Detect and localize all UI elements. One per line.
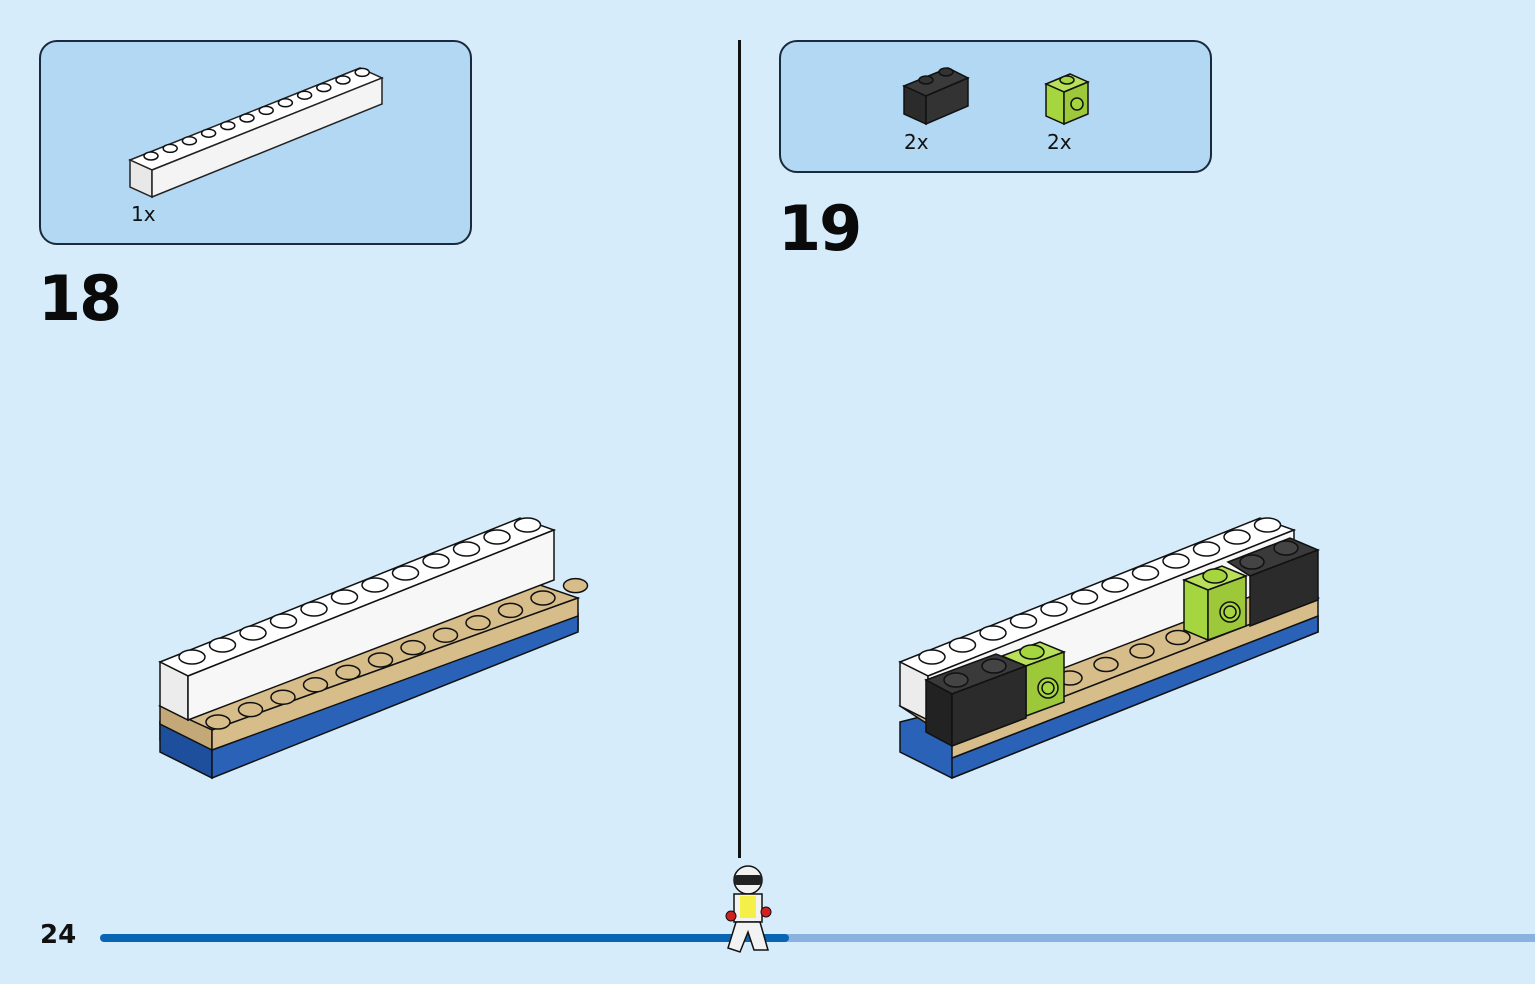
stud <box>497 602 524 619</box>
stud <box>302 677 329 693</box>
stud <box>316 82 332 93</box>
page-number: 24 <box>40 920 77 950</box>
step-18-number: 18 <box>38 262 122 335</box>
stud <box>918 649 946 665</box>
minifigure-icon <box>725 865 772 953</box>
stud <box>452 541 481 557</box>
stud <box>237 701 264 718</box>
stud <box>465 615 491 631</box>
stud <box>948 637 977 653</box>
stud <box>483 529 511 545</box>
stud <box>1093 656 1119 673</box>
step-18-part-quantity: 1x <box>131 202 156 226</box>
stud <box>361 577 389 593</box>
lime-1x1-side-stud-brick-icon <box>1044 73 1090 126</box>
stud <box>200 128 217 138</box>
stud <box>205 714 231 730</box>
stud <box>354 67 370 78</box>
progress-remaining <box>740 934 1535 942</box>
stud <box>513 517 542 533</box>
stud <box>1129 643 1155 659</box>
stud <box>1165 629 1191 646</box>
stud <box>300 601 328 617</box>
stud <box>269 613 298 629</box>
step-19-number: 19 <box>778 192 862 265</box>
stud <box>562 577 589 594</box>
stud <box>1009 613 1038 629</box>
stud <box>208 637 237 653</box>
stud <box>335 75 351 85</box>
stud <box>143 151 159 161</box>
stud <box>1101 577 1129 593</box>
white-1x12-brick-icon <box>128 67 384 199</box>
stud <box>181 136 198 146</box>
stud <box>178 649 206 665</box>
stud <box>1192 541 1221 557</box>
stud <box>270 689 296 705</box>
stud <box>367 652 394 668</box>
stud <box>239 625 267 641</box>
step-19-part-2-quantity: 2x <box>1047 130 1072 154</box>
black-1x2-brick-icon <box>902 67 970 126</box>
stud <box>1070 589 1099 605</box>
stud <box>162 143 178 154</box>
page-divider <box>738 40 741 858</box>
step-19-part-1-quantity: 2x <box>904 130 929 154</box>
stud <box>330 589 359 605</box>
stud <box>400 639 426 656</box>
progress-bar-completed <box>100 934 789 942</box>
stud <box>391 565 420 581</box>
stud <box>422 553 450 569</box>
stud <box>1040 601 1068 617</box>
stud <box>1253 517 1282 533</box>
stud <box>432 627 459 643</box>
step-19-parts-box <box>779 40 1212 173</box>
stud <box>296 90 313 100</box>
stud <box>277 98 294 108</box>
stud <box>1131 565 1160 581</box>
stud <box>979 625 1007 641</box>
stud <box>258 105 274 116</box>
stud <box>1162 553 1190 569</box>
step-19-assembly-illustration <box>898 517 1321 780</box>
stud <box>530 590 556 606</box>
stud <box>239 113 255 123</box>
stud <box>335 664 361 681</box>
step-18-assembly-illustration <box>157 517 589 780</box>
stud <box>220 120 236 131</box>
stud <box>1223 529 1251 545</box>
